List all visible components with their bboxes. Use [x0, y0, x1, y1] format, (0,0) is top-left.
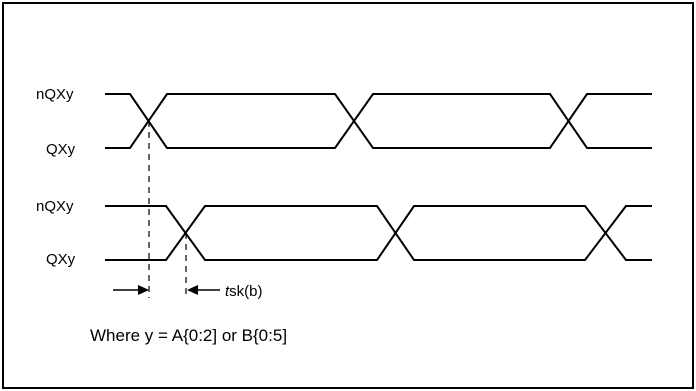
group2-qxy-label: QXy	[46, 251, 76, 268]
skew-arrow-left-head	[138, 285, 149, 295]
skew-label: tsk(b)	[225, 283, 263, 300]
skew-label-rest: sk(b)	[229, 283, 262, 300]
where-note: Where y = A{0:2] or B{0:5]	[90, 326, 287, 345]
group2-nqxy-label: nQXy	[36, 198, 74, 215]
group1-qxy-wave	[105, 93, 652, 149]
group1-nqxy-label: nQXy	[36, 86, 74, 103]
group2-qxy-wave	[105, 205, 652, 261]
group1-nqxy-wave	[105, 93, 652, 149]
group2-nqxy-wave	[105, 205, 652, 261]
skew-arrow-right-head	[187, 285, 198, 295]
skew-label-italic: t	[225, 283, 230, 300]
group1-qxy-label: QXy	[46, 141, 76, 158]
